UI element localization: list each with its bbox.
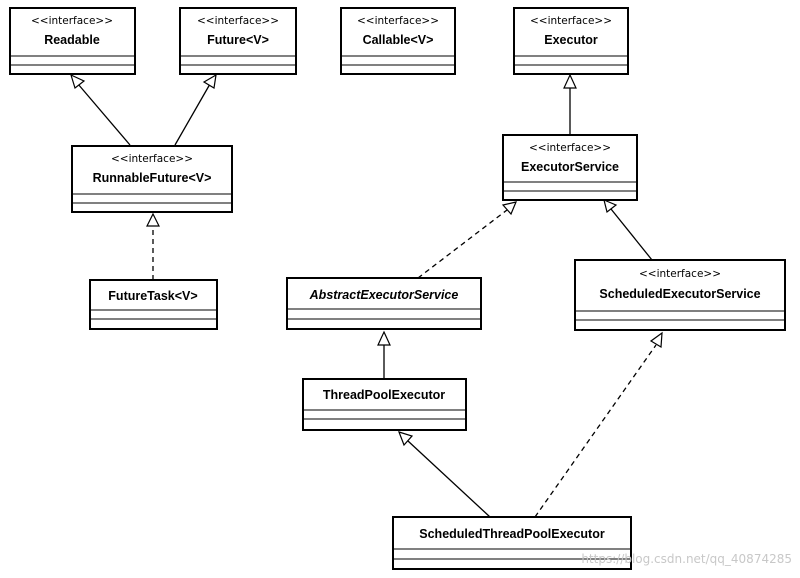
class-box-scheduled-thread-pool-executor: ScheduledThreadPoolExecutor (392, 516, 632, 570)
realization-arrow-icon (146, 212, 160, 227)
class-name: Readable (44, 33, 100, 47)
realization-arrow-icon (501, 201, 518, 216)
class-box-callable: <<interface>> Callable<V> (340, 7, 456, 75)
watermark-text: https://blog.csdn.net/qq_40874285 (581, 552, 792, 566)
stereotype-label: <<interface>> (530, 15, 612, 27)
class-box-executor: <<interface>> Executor (513, 7, 629, 75)
inheritance-arrow-icon (377, 330, 391, 346)
class-name: FutureTask<V> (108, 289, 197, 303)
stereotype-label: <<interface>> (111, 153, 193, 165)
class-box-runnable-future: <<interface>> RunnableFuture<V> (71, 145, 233, 213)
class-box-thread-pool-executor: ThreadPoolExecutor (302, 378, 467, 431)
class-name: Executor (544, 33, 598, 47)
edge-runnablefuture-to-readable (77, 83, 131, 146)
stereotype-label: <<interface>> (31, 15, 113, 27)
class-box-executor-service: <<interface>> ExecutorService (502, 134, 638, 201)
inheritance-arrow-icon (202, 73, 217, 89)
stereotype-label: <<interface>> (639, 268, 721, 280)
edge-runnablefuture-to-future (174, 83, 211, 146)
stereotype-label: <<interface>> (357, 15, 439, 27)
class-box-readable: <<interface>> Readable (9, 7, 136, 75)
class-box-future-task: FutureTask<V> (89, 279, 218, 330)
stereotype-label: <<interface>> (529, 142, 611, 154)
inheritance-arrow-icon (70, 73, 86, 90)
relationship-edges (70, 73, 663, 518)
edge-scheduledthreadpoolexecutor-to-threadpoolexecutor (407, 440, 491, 518)
class-name: ThreadPoolExecutor (323, 388, 445, 402)
edge-abstractexecutorservice-implements-executorservice (417, 209, 508, 279)
realization-arrow-icon (649, 331, 663, 349)
inheritance-arrow-icon (397, 431, 414, 447)
class-name: RunnableFuture<V> (93, 171, 212, 185)
class-box-future: <<interface>> Future<V> (179, 7, 297, 75)
inheritance-arrow-icon (603, 198, 618, 214)
edge-scheduledthreadpoolexecutor-implements-scheduledexecutorservice (534, 344, 657, 518)
class-box-abstract-executor-service: AbstractExecutorService (286, 277, 482, 330)
stereotype-label: <<interface>> (197, 15, 279, 27)
edge-scheduledexecutorservice-to-executorservice (610, 208, 653, 261)
class-name: Callable<V> (363, 33, 434, 47)
class-name: Future<V> (207, 33, 269, 47)
class-name: AbstractExecutorService (309, 288, 459, 302)
class-box-scheduled-executor-service: <<interface>> ScheduledExecutorService (574, 259, 786, 331)
class-name: ExecutorService (521, 160, 619, 174)
class-name: ScheduledThreadPoolExecutor (419, 527, 605, 541)
class-name: ScheduledExecutorService (599, 287, 760, 301)
inheritance-arrow-icon (563, 73, 577, 89)
